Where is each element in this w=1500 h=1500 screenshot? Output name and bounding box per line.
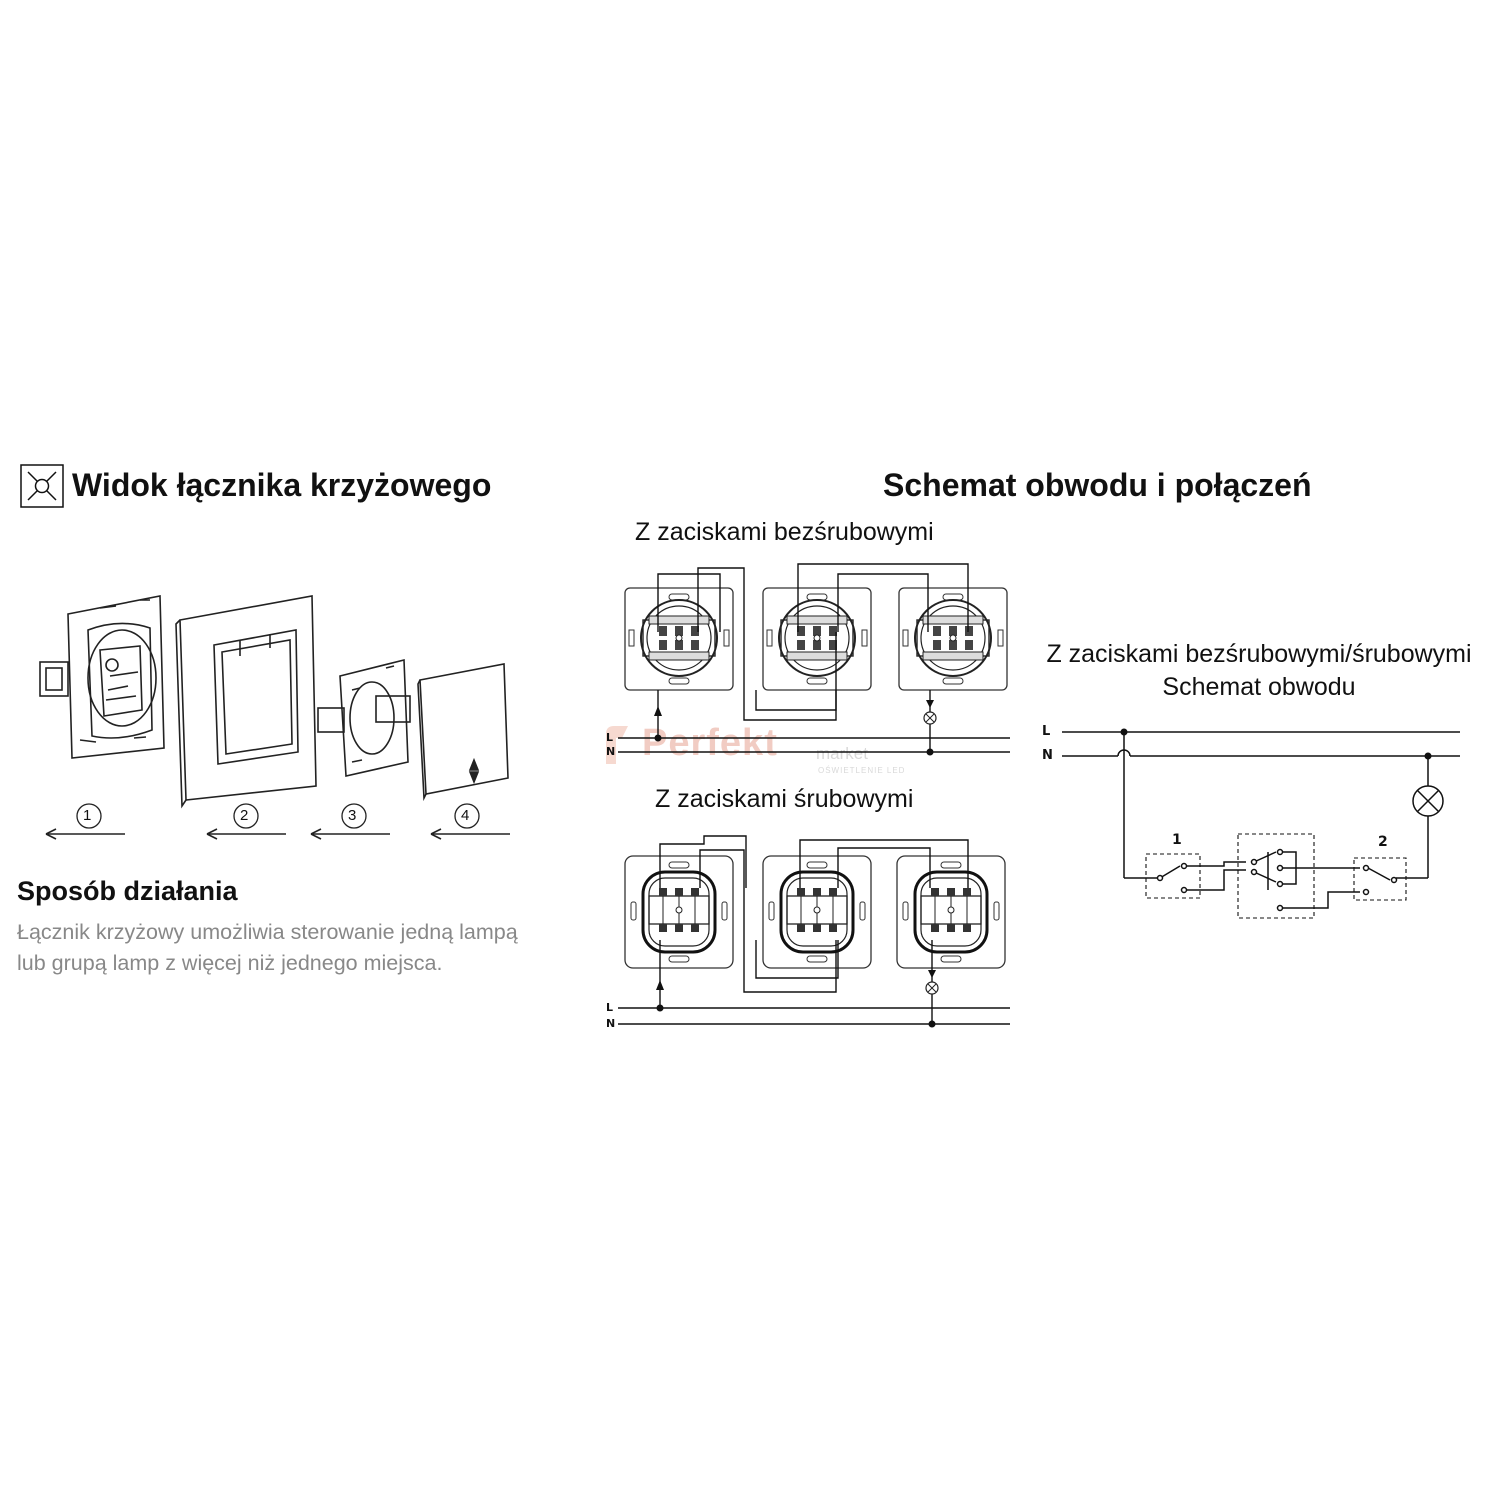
screw-wiring-diagram: [618, 835, 1010, 1028]
page-title: Widok łącznika krzyżowego: [72, 467, 492, 503]
watermark: Perfekt market OŚWIETLENIE LED: [602, 722, 912, 782]
rocker-key-part: [417, 663, 509, 802]
circuit-schematic: [1062, 731, 1460, 919]
watermark-tagline: OŚWIETLENIE LED: [818, 766, 906, 775]
description: Łącznik krzyżowy umożliwia sterowanie je…: [17, 917, 518, 979]
schematic-label-L: L: [1042, 724, 1051, 739]
step-number-1: 1: [83, 807, 92, 824]
description-line-2: lub grupą lamp z więcej niż jednego miej…: [17, 951, 443, 975]
switch-2-label: 2: [1378, 834, 1388, 850]
mounting-plate-part: [317, 658, 411, 777]
cover-frame-part: [175, 595, 317, 809]
switch-1-label: 1: [1172, 832, 1182, 848]
assembly-arrows: [45, 828, 510, 840]
schematic-heading: Schemat obwodu i połączeń: [883, 467, 1312, 503]
step-number-2: 2: [240, 807, 249, 824]
screw-label-N: N: [606, 1017, 616, 1030]
watermark-suffix: market: [816, 744, 868, 763]
schematic-label-N: N: [1042, 748, 1053, 763]
step-number-3: 3: [348, 807, 357, 824]
mechanism-frame-part: [39, 595, 165, 759]
cross-switch-symbol-icon: [20, 464, 64, 508]
screwless-label-N: N: [606, 745, 616, 758]
section-title: Sposób działania: [17, 876, 238, 906]
description-line-1: Łącznik krzyżowy umożliwia sterowanie je…: [17, 920, 518, 944]
watermark-logo-icon: [606, 726, 628, 764]
screwless-label-L: L: [606, 731, 614, 744]
schematic-title: Z zaciskami bezśrubowymi/śrubowymi Schem…: [1020, 640, 1498, 702]
screw-title: Z zaciskami śrubowymi: [655, 785, 914, 813]
step-number-4: 4: [461, 807, 470, 824]
schematic-title-line-1: Z zaciskami bezśrubowymi/śrubowymi: [1046, 640, 1472, 668]
screw-label-L: L: [606, 1001, 614, 1014]
watermark-brand: Perfekt: [642, 722, 778, 764]
screwless-title: Z zaciskami bezśrubowymi: [635, 518, 934, 546]
schematic-title-line-2: Schemat obwodu: [1162, 673, 1356, 701]
